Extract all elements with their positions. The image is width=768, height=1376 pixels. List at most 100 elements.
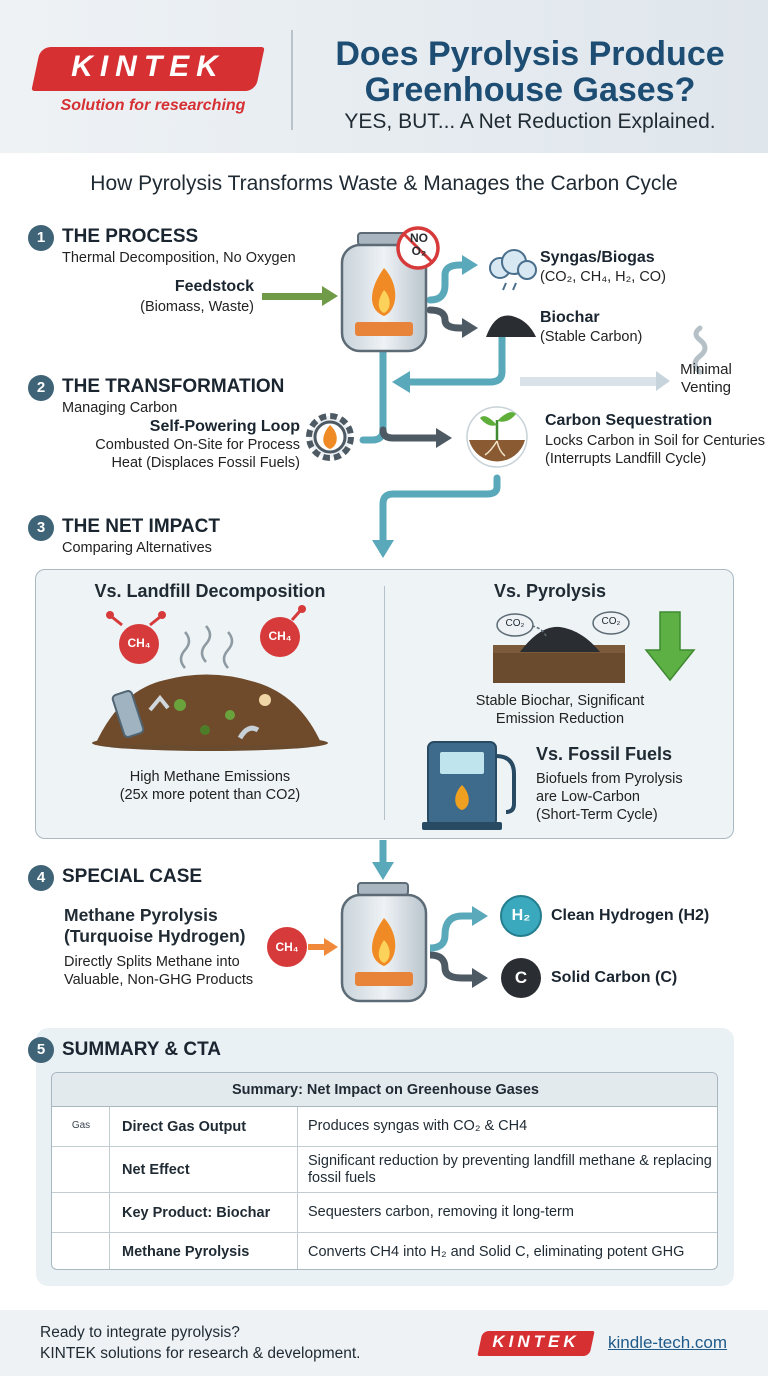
- hydrogen-badge-icon: [500, 895, 542, 937]
- biochar-arrow-icon: [462, 318, 478, 338]
- biochar-soil-icon: [493, 626, 625, 683]
- biochar-pile-icon: [486, 315, 536, 337]
- footer-cta-line-1: Ready to integrate pyrolysis?: [40, 1324, 240, 1341]
- solid-carbon-label: Solid Carbon (C): [551, 969, 678, 986]
- smoke-icon: [692, 325, 708, 375]
- sequestration-line-1: Locks Carbon in Soil for Centuries: [545, 433, 766, 449]
- h2-arrow-icon: [472, 906, 488, 926]
- footer-bar: [0, 1310, 768, 1376]
- reactor-icon: [340, 232, 428, 353]
- methane-bubble-icon: [119, 624, 159, 664]
- row-feature: Direct Gas Output: [110, 1107, 298, 1146]
- process-title: THE PROCESS: [62, 226, 199, 247]
- page-title: Does Pyrolysis Produce Greenhouse Gases?: [300, 36, 760, 108]
- venting-line-2: Venting: [680, 379, 732, 396]
- feedstock-arrow-body: [262, 293, 324, 300]
- fuel-pump-icon: [422, 741, 516, 830]
- step-2-badge: 2: [28, 375, 54, 401]
- c-badge-label: C: [514, 968, 528, 987]
- venting-arrow-icon: [656, 371, 670, 391]
- row-description: Significant reduction by preventing land…: [308, 1152, 712, 1186]
- row-feature: Methane Pyrolysis: [110, 1233, 298, 1269]
- carbon-badge-icon: [501, 958, 541, 998]
- net-impact-divider: [384, 586, 385, 820]
- page-subtitle: YES, BUT... A Net Reduction Explained.: [344, 110, 716, 133]
- fossil-line-2: are Low-Carbon: [536, 789, 640, 805]
- landfill-line-2: (25x more potent than CO2): [119, 787, 301, 803]
- net-arrow-icon: [372, 540, 394, 558]
- feedstock-label: Feedstock: [174, 278, 254, 295]
- loop-line-1: Combusted On-Site for Process: [95, 437, 300, 453]
- title-line-1: Does Pyrolysis Produce: [335, 35, 725, 73]
- summary-title: SUMMARY & CTA: [62, 1039, 222, 1060]
- summary-table: Summary: Net Impact on Greenhouse Gases …: [51, 1072, 718, 1270]
- co2-cloud-icon: [496, 613, 534, 637]
- table-row: Key Product: Biochar Sequesters carbon, …: [52, 1193, 717, 1233]
- turquoise-hydrogen-title: (Turquoise Hydrogen): [64, 926, 246, 946]
- row-icon-cell: [52, 1193, 110, 1232]
- c-arrow-icon: [472, 968, 488, 988]
- step-1-badge: 1: [28, 225, 54, 251]
- ch4-molecule-icon: [267, 927, 307, 967]
- main-heading: How Pyrolysis Transforms Waste & Manages…: [90, 172, 678, 195]
- table-row: Direct Gas Output Produces syngas with C…: [52, 1107, 717, 1147]
- table-row: Net Effect Significant reduction by prev…: [52, 1147, 717, 1193]
- landfill-ch4-label: CH₄: [127, 636, 151, 650]
- row-description: Converts CH4 into H₂ and Solid C, elimin…: [308, 1243, 685, 1260]
- pyrolysis-title: Vs. Pyrolysis: [493, 581, 607, 601]
- seq-flow-line: [379, 426, 444, 442]
- clean-hydrogen-label: Clean Hydrogen (H2): [551, 907, 710, 924]
- gear-flame-icon: [306, 413, 354, 461]
- footer-logo-text: KINTEK: [492, 1332, 580, 1351]
- seq-arrow-icon: [436, 428, 452, 448]
- title-line-2: Greenhouse Gases?: [364, 71, 696, 109]
- ch4-arrow-icon: [324, 938, 338, 956]
- transformation-title: THE TRANSFORMATION: [62, 376, 285, 397]
- soil-sprout-icon: [466, 406, 528, 468]
- step-5-badge: 5: [28, 1037, 54, 1063]
- summary-table-title: Summary: Net Impact on Greenhouse Gases: [52, 1073, 717, 1107]
- special-title: SPECIAL CASE: [62, 866, 203, 887]
- step-3-badge: 3: [28, 515, 54, 541]
- methane-bubble-icon-2: [260, 617, 300, 657]
- biochar-flow-line: [426, 306, 474, 332]
- step-4-badge: 4: [28, 865, 54, 891]
- co2-label: CO₂: [505, 618, 525, 629]
- row-icon-cell: [52, 1233, 110, 1269]
- reduction-arrow-icon: [644, 611, 696, 682]
- row-icon-cell: [52, 1147, 110, 1192]
- return-flow-line: [406, 332, 506, 386]
- row-description: Produces syngas with CO₂ & CH4: [308, 1118, 528, 1134]
- syngas-label: Syngas/Biogas: [540, 249, 655, 266]
- no-oxygen-text: NO O₂: [404, 232, 434, 258]
- net-impact-title: THE NET IMPACT: [62, 516, 220, 537]
- fossil-title: Vs. Fossil Fuels: [536, 744, 673, 764]
- ch4-input-label: CH₄: [275, 940, 299, 954]
- special-line-2: Valuable, Non-GHG Products: [64, 972, 254, 988]
- sequestration-line-2: (Interrupts Landfill Cycle): [545, 451, 707, 467]
- net-flow-line: [379, 474, 501, 544]
- footer-cta-line-2: KINTEK solutions for research & developm…: [40, 1345, 361, 1362]
- syngas-arrow-icon: [462, 255, 478, 275]
- net-impact-subtitle: Comparing Alternatives: [62, 540, 212, 556]
- logo-tagline: Solution for researching: [60, 97, 246, 114]
- biochar-label: Biochar: [540, 309, 600, 326]
- row-feature: Net Effect: [110, 1147, 298, 1192]
- flow-lines: [359, 261, 506, 544]
- special-arrow-icon: [372, 862, 394, 880]
- footer-website-link[interactable]: kindle-tech.com: [608, 1333, 728, 1352]
- syngas-cloud-icon: [489, 249, 537, 291]
- syngas-sublabel: (CO₂, CH₄, H₂, CO): [540, 269, 666, 285]
- header-divider: [291, 30, 293, 130]
- kintek-logo-text: KINTEK: [71, 50, 225, 83]
- return-arrow-icon: [392, 371, 410, 393]
- gas-icon-label: Gas: [71, 1120, 91, 1131]
- fossil-line-1: Biofuels from Pyrolysis: [536, 771, 683, 787]
- venting-label: Minimal Venting: [676, 361, 736, 397]
- transformation-subtitle: Managing Carbon: [62, 400, 178, 416]
- loop-title: Self-Powering Loop: [149, 418, 300, 435]
- sequestration-title: Carbon Sequestration: [545, 412, 713, 429]
- row-description: Sequesters carbon, removing it long-term: [308, 1204, 574, 1220]
- landfill-ch4-label-2: CH₄: [268, 629, 292, 643]
